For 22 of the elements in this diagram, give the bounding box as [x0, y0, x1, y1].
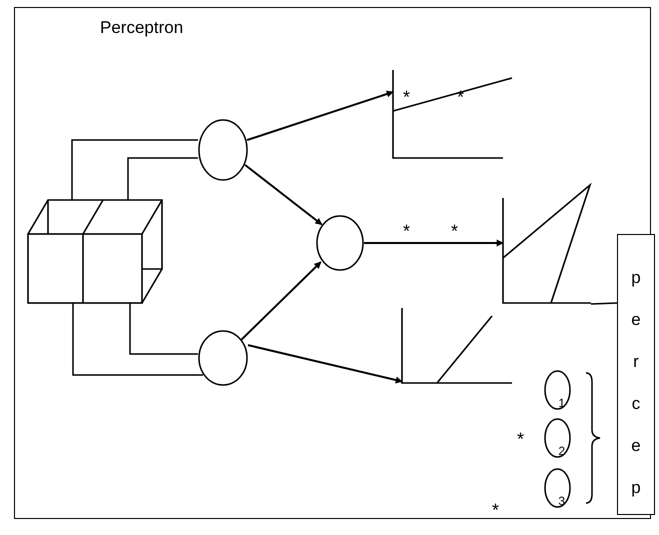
- peak-graph-drawing: [503, 183, 591, 304]
- connector-line: [71, 139, 198, 200]
- connector-line: [590, 302, 618, 305]
- cube-drawing: [28, 200, 162, 303]
- connector-line: [72, 303, 203, 376]
- vertical-label: percep: [631, 267, 641, 499]
- diagram-title: Perceptron: [100, 18, 184, 38]
- arrow: [246, 90, 394, 142]
- label-box: [617, 234, 655, 515]
- connector-line: [129, 303, 198, 355]
- asterisk: *: [403, 222, 410, 240]
- arrow: [248, 344, 403, 384]
- arrow: [364, 240, 504, 246]
- line-graph-drawing: [393, 70, 513, 159]
- arrow: [244, 164, 322, 226]
- ramp-graph-drawing: [402, 308, 513, 384]
- asterisk: *: [517, 430, 524, 448]
- asterisk: *: [403, 88, 410, 106]
- connector-line: [127, 157, 198, 200]
- asterisk: *: [492, 501, 500, 519]
- asterisk: *: [451, 222, 458, 240]
- arrow: [240, 261, 322, 341]
